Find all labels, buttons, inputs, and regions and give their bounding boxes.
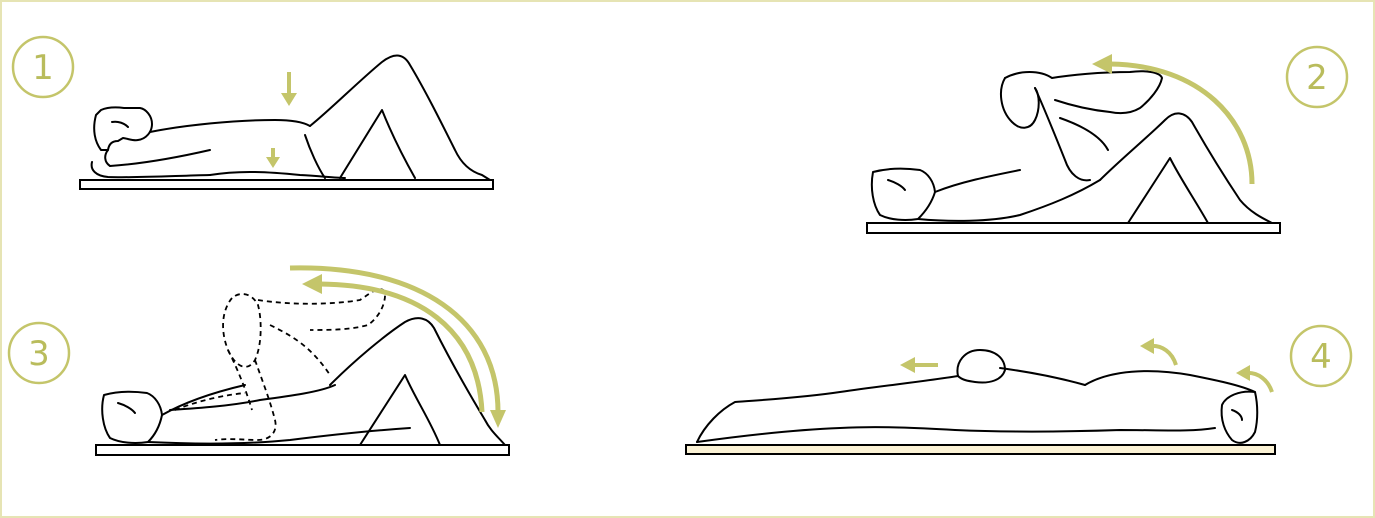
step-3-badge: 3 — [9, 323, 69, 383]
step-1-number: 1 — [32, 48, 54, 88]
step-1-down-arrow-large — [281, 72, 297, 106]
step-3-arc-arrow-outer — [290, 268, 506, 428]
step-4-panel: 4 — [686, 326, 1351, 454]
step-2-badge: 2 — [1287, 47, 1347, 107]
step-1-badge: 1 — [13, 37, 73, 97]
step-3-dashed-figure — [175, 289, 385, 440]
step-4-curved-arrow-1 — [1140, 338, 1176, 365]
step-3-panel: 3 — [9, 268, 509, 455]
step-3-number: 3 — [28, 334, 50, 374]
step-2-panel: 2 — [867, 47, 1347, 233]
step-4-number: 4 — [1310, 337, 1332, 377]
step-2-figure — [872, 71, 1272, 223]
step-3-arc-arrow-inner — [302, 274, 482, 412]
step-3-mat — [96, 445, 509, 455]
step-4-figure — [697, 350, 1257, 443]
step-1-panel: 1 — [13, 37, 493, 189]
step-4-badge: 4 — [1291, 326, 1351, 386]
step-2-mat — [867, 223, 1280, 233]
step-3-figure — [102, 318, 505, 445]
step-4-mat — [686, 445, 1275, 454]
step-4-left-arrow — [900, 357, 938, 373]
step-2-number: 2 — [1306, 58, 1328, 98]
step-1-mat — [80, 180, 493, 189]
step-1-down-arrow-small — [266, 148, 280, 168]
